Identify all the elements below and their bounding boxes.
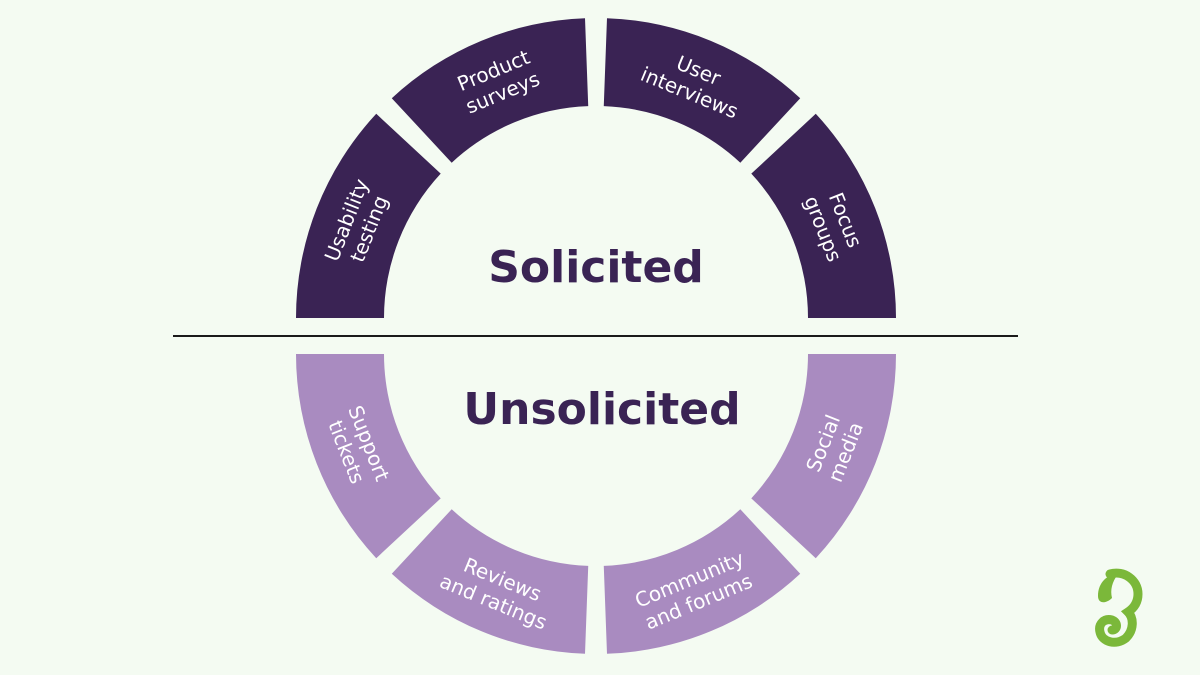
- solicited-segment: [391, 18, 589, 163]
- unsolicited-title: Unsolicited: [463, 384, 740, 435]
- unsolicited-segment: [296, 354, 441, 559]
- solicited-segment: [296, 113, 441, 318]
- unsolicited-segment: [751, 354, 896, 559]
- solicited-title: Solicited: [488, 242, 704, 293]
- chameleon-logo-icon: [1095, 568, 1143, 647]
- unsolicited-segment: [391, 509, 589, 654]
- solicited-segment: [603, 18, 801, 163]
- solicited-segment: [751, 113, 896, 318]
- unsolicited-segment: [603, 509, 801, 654]
